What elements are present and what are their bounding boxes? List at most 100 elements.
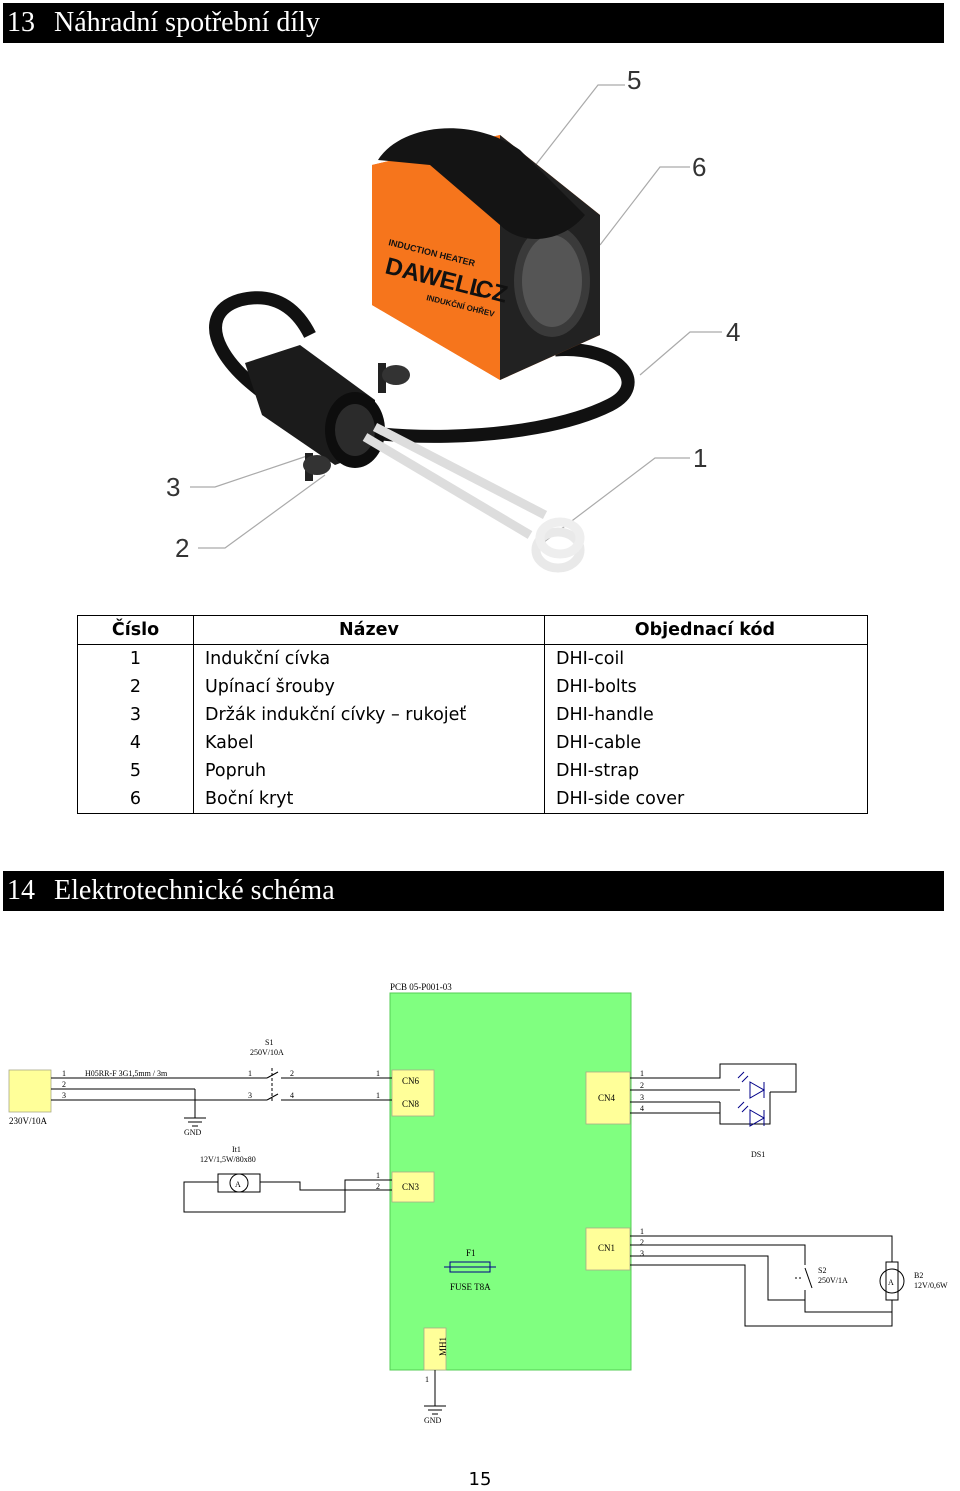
- cn4-label: CN4: [598, 1093, 616, 1103]
- coil-handle: [245, 345, 410, 481]
- cn3-label: CN3: [402, 1182, 420, 1192]
- cn4-pin-4: 4: [640, 1104, 644, 1113]
- callout-5: 5: [627, 65, 641, 95]
- callout-3: 3: [166, 472, 180, 502]
- mains-pin-1: 1: [62, 1069, 66, 1078]
- ammeter-name: It1: [232, 1145, 241, 1154]
- gnd-label-2: GND: [424, 1416, 442, 1425]
- gnd-label: GND: [184, 1128, 202, 1137]
- mains-pin-2: 2: [62, 1080, 66, 1089]
- switch-s2-rating: 250V/1A: [818, 1276, 848, 1285]
- cell-name: Upínací šrouby: [193, 673, 545, 701]
- connector-cn6-cn8: [391, 1069, 435, 1117]
- cn4-pin-2: 2: [640, 1081, 644, 1090]
- cn4-pin-3: 3: [640, 1093, 644, 1102]
- table-row: 6 Boční kryt DHI-side cover: [77, 785, 868, 814]
- cell-name: Držák indukční cívky – rukojeť: [193, 701, 545, 729]
- cell-code: DHI-side cover: [544, 785, 868, 814]
- cell-code: DHI-handle: [544, 701, 868, 729]
- cell-number: 5: [77, 757, 194, 785]
- table-row: 2 Upínací šrouby DHI-bolts: [77, 673, 868, 701]
- cn3-pin-2: 2: [376, 1182, 380, 1191]
- section-number: 14: [7, 875, 35, 906]
- fan-ammeter-symbol: A: [888, 1278, 894, 1287]
- mains-label: 230V/10A: [9, 1116, 48, 1126]
- section-title: Elektrotechnické schéma: [54, 875, 335, 906]
- callout-6: 6: [692, 152, 706, 182]
- cell-number: 4: [77, 729, 194, 757]
- switch-s1-name: S1: [265, 1038, 273, 1047]
- cell-name: Kabel: [193, 729, 545, 757]
- spare-parts-table: Číslo Název Objednací kód 1 Indukční cív…: [77, 615, 868, 814]
- ammeter-circuit: [183, 1173, 392, 1213]
- callout-lines: [190, 84, 722, 549]
- table-row: 1 Indukční cívka DHI-coil: [77, 644, 868, 673]
- ammeter-rating: 12V/1,5W/80x80: [200, 1155, 256, 1164]
- cell-number: 2: [77, 673, 194, 701]
- section-number: 13: [7, 7, 35, 38]
- cn1-pin-2: 2: [640, 1238, 644, 1247]
- cell-name: Popruh: [193, 757, 545, 785]
- cn1-pin-3: 3: [640, 1249, 644, 1258]
- cn6-label: CN6: [402, 1076, 420, 1086]
- header-number: Číslo: [77, 615, 194, 645]
- cn6-pin-1: 1: [376, 1069, 380, 1078]
- fan-rating: 12V/0,6W: [914, 1281, 948, 1290]
- fuse-label: FUSE T8A: [450, 1282, 491, 1292]
- cn8-label: CN8: [402, 1099, 420, 1109]
- cell-code: DHI-bolts: [544, 673, 868, 701]
- s1-pin-1: 1: [248, 1069, 252, 1078]
- led-name: DS1: [751, 1150, 765, 1159]
- cell-number: 3: [77, 701, 194, 729]
- led-circuit: [630, 1063, 797, 1125]
- fan-name: B2: [914, 1271, 923, 1280]
- cn1-pin-1: 1: [640, 1227, 644, 1236]
- callout-2: 2: [175, 533, 189, 563]
- table-row: 3 Držák indukční cívky – rukojeť DHI-han…: [77, 701, 868, 729]
- fuse-name: F1: [466, 1248, 476, 1258]
- table-header-row: Číslo Název Objednací kód: [77, 615, 868, 645]
- cell-number: 1: [77, 644, 194, 673]
- section-title: Náhradní spotřební díly: [54, 7, 320, 38]
- header-name: Název: [193, 615, 545, 645]
- cn3-pin-1: 1: [376, 1171, 380, 1180]
- callout-4: 4: [726, 317, 740, 347]
- switch-s1-rating: 250V/10A: [250, 1048, 284, 1057]
- led-ds1: [737, 1071, 766, 1127]
- callout-1: 1: [693, 443, 707, 473]
- header-order-code: Objednací kód: [544, 615, 868, 645]
- cell-code: DHI-coil: [544, 644, 868, 673]
- mains-connector: [8, 1069, 52, 1113]
- heater-unit: INDUCTION HEATER DAWELL CZ INDUKČNÍ OHŘE…: [372, 128, 600, 380]
- table-row: 4 Kabel DHI-cable: [77, 729, 868, 757]
- table-row: 5 Popruh DHI-strap: [77, 757, 868, 785]
- switch-s2-name: S2: [818, 1266, 826, 1275]
- cell-name: Boční kryt: [193, 785, 545, 814]
- electrical-schematic: PCB 05-P001-03 CN6 CN8 CN3 CN4 CN1 MH1 F…: [8, 982, 948, 1425]
- cell-number: 6: [77, 785, 194, 814]
- ammeter-symbol: A: [235, 1180, 241, 1189]
- section-13-heading: 13 Náhradní spotřební díly: [3, 3, 944, 43]
- cn4-pin-1: 1: [640, 1069, 644, 1078]
- fuse-f1: F1 FUSE T8A: [444, 1248, 496, 1292]
- page-number: 15: [468, 1469, 492, 1490]
- connector-cn4: [585, 1071, 631, 1125]
- mains-wiring: [51, 1068, 392, 1127]
- section-14-heading: 14 Elektrotechnické schéma: [3, 871, 944, 911]
- connector-cn3: [391, 1171, 435, 1203]
- connector-cn1: [585, 1227, 631, 1271]
- mh1-pin-1: 1: [425, 1375, 429, 1384]
- s1-pin-4: 4: [290, 1091, 294, 1100]
- s1-pin-3: 3: [248, 1091, 252, 1100]
- cn1-label: CN1: [598, 1243, 615, 1253]
- cn8-pin-1: 1: [376, 1091, 380, 1100]
- pcb-label: PCB 05-P001-03: [390, 982, 452, 992]
- s1-pin-2: 2: [290, 1069, 294, 1078]
- cell-code: DHI-cable: [544, 729, 868, 757]
- mains-pin-3: 3: [62, 1091, 66, 1100]
- device-photo: 5 6 4 1 3 2 INDUCTION HEATER DAWELL CZ I…: [166, 65, 740, 573]
- fan-circuit: [630, 1235, 905, 1327]
- mh1-ground: [424, 1370, 446, 1415]
- mh1-label: MH1: [438, 1337, 448, 1356]
- induction-coil: [362, 423, 585, 573]
